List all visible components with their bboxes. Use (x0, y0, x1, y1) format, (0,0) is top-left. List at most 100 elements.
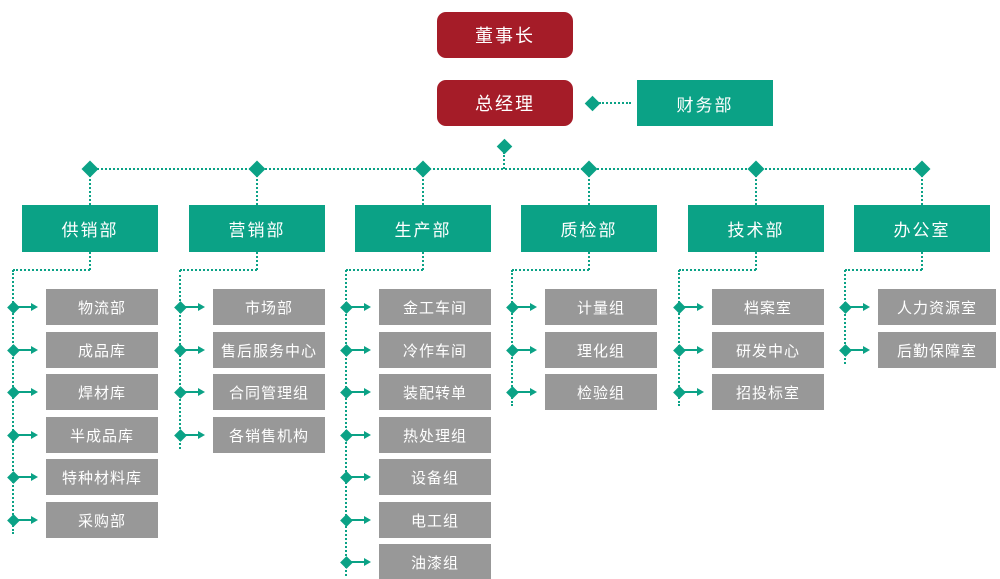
arrow-head-icon (530, 303, 537, 311)
dotted-connector-line (89, 175, 91, 205)
arrow-head-icon (31, 388, 38, 396)
sub-department-node: 采购部 (46, 502, 158, 538)
dotted-connector-line (422, 252, 424, 270)
arrow-line (351, 561, 365, 563)
sub-department-node: 装配转单 (379, 374, 491, 410)
arrow-line (684, 306, 698, 308)
department-node: 技术部 (688, 205, 824, 252)
dotted-connector-line (179, 270, 181, 449)
arrow-head-icon (530, 388, 537, 396)
sub-department-node: 检验组 (545, 374, 657, 410)
arrow-head-icon (697, 388, 704, 396)
arrow-head-icon (198, 388, 205, 396)
chairman-node: 董事长 (437, 12, 573, 58)
dotted-connector-line (256, 252, 258, 270)
dotted-connector-line (422, 175, 424, 205)
sub-department-node: 合同管理组 (213, 374, 325, 410)
arrow-line (351, 306, 365, 308)
dotted-connector-line (755, 175, 757, 205)
arrow-line (850, 349, 864, 351)
arrow-head-icon (364, 431, 371, 439)
arrow-head-icon (530, 346, 537, 354)
sub-department-node: 后勤保障室 (878, 332, 996, 368)
arrow-head-icon (364, 346, 371, 354)
sub-department-node: 市场部 (213, 289, 325, 325)
sub-department-node: 理化组 (545, 332, 657, 368)
arrow-line (517, 349, 531, 351)
department-node: 生产部 (355, 205, 491, 252)
sub-department-node: 热处理组 (379, 417, 491, 453)
arrow-line (517, 391, 531, 393)
dotted-connector-line (599, 102, 631, 104)
dotted-connector-line (679, 269, 756, 271)
arrow-head-icon (364, 558, 371, 566)
dotted-connector-line (12, 270, 14, 534)
dotted-connector-line (503, 152, 505, 169)
arrow-line (185, 349, 199, 351)
sub-department-node: 各销售机构 (213, 417, 325, 453)
sub-department-node: 特种材料库 (46, 459, 158, 495)
arrow-head-icon (364, 516, 371, 524)
dotted-connector-line (845, 269, 922, 271)
arrow-line (18, 391, 32, 393)
sub-department-node: 油漆组 (379, 544, 491, 579)
dotted-connector-line (921, 175, 923, 205)
dotted-connector-line (13, 269, 90, 271)
dotted-connector-line (678, 270, 680, 406)
dotted-connector-line (588, 252, 590, 270)
department-node: 质检部 (521, 205, 657, 252)
arrow-line (517, 306, 531, 308)
sub-department-node: 电工组 (379, 502, 491, 538)
arrow-line (351, 476, 365, 478)
dotted-connector-line (511, 270, 513, 406)
arrow-line (185, 391, 199, 393)
arrow-head-icon (31, 346, 38, 354)
dotted-connector-line (89, 252, 91, 270)
arrow-head-icon (31, 516, 38, 524)
sub-department-node: 设备组 (379, 459, 491, 495)
sub-department-node: 计量组 (545, 289, 657, 325)
arrow-line (185, 434, 199, 436)
sub-department-node: 成品库 (46, 332, 158, 368)
arrow-head-icon (31, 431, 38, 439)
arrow-line (18, 434, 32, 436)
dotted-connector-line (755, 252, 757, 270)
dotted-connector-line (180, 269, 257, 271)
dotted-connector-line (345, 270, 347, 576)
arrow-head-icon (863, 303, 870, 311)
dotted-connector-line (588, 175, 590, 205)
sub-department-node: 售后服务中心 (213, 332, 325, 368)
arrow-line (684, 391, 698, 393)
arrow-line (351, 434, 365, 436)
arrow-head-icon (697, 303, 704, 311)
sub-department-node: 焊材库 (46, 374, 158, 410)
sub-department-node: 招投标室 (712, 374, 824, 410)
sub-department-node: 金工车间 (379, 289, 491, 325)
arrow-head-icon (198, 303, 205, 311)
arrow-head-icon (31, 303, 38, 311)
arrow-line (18, 519, 32, 521)
sub-department-node: 研发中心 (712, 332, 824, 368)
dotted-connector-line (346, 269, 423, 271)
sub-department-node: 冷作车间 (379, 332, 491, 368)
sub-department-node: 物流部 (46, 289, 158, 325)
dotted-connector-line (512, 269, 589, 271)
arrow-head-icon (863, 346, 870, 354)
arrow-head-icon (364, 303, 371, 311)
finance-department-node: 财务部 (637, 80, 773, 126)
arrow-line (18, 349, 32, 351)
dotted-connector-line (89, 168, 923, 170)
arrow-line (185, 306, 199, 308)
arrow-head-icon (31, 473, 38, 481)
arrow-line (850, 306, 864, 308)
diamond-node-icon (584, 95, 600, 111)
department-node: 办公室 (854, 205, 990, 252)
department-node: 供销部 (22, 205, 158, 252)
arrow-line (18, 306, 32, 308)
arrow-head-icon (198, 431, 205, 439)
dotted-connector-line (256, 175, 258, 205)
general-manager-node: 总经理 (437, 80, 573, 126)
arrow-head-icon (364, 388, 371, 396)
sub-department-node: 档案室 (712, 289, 824, 325)
